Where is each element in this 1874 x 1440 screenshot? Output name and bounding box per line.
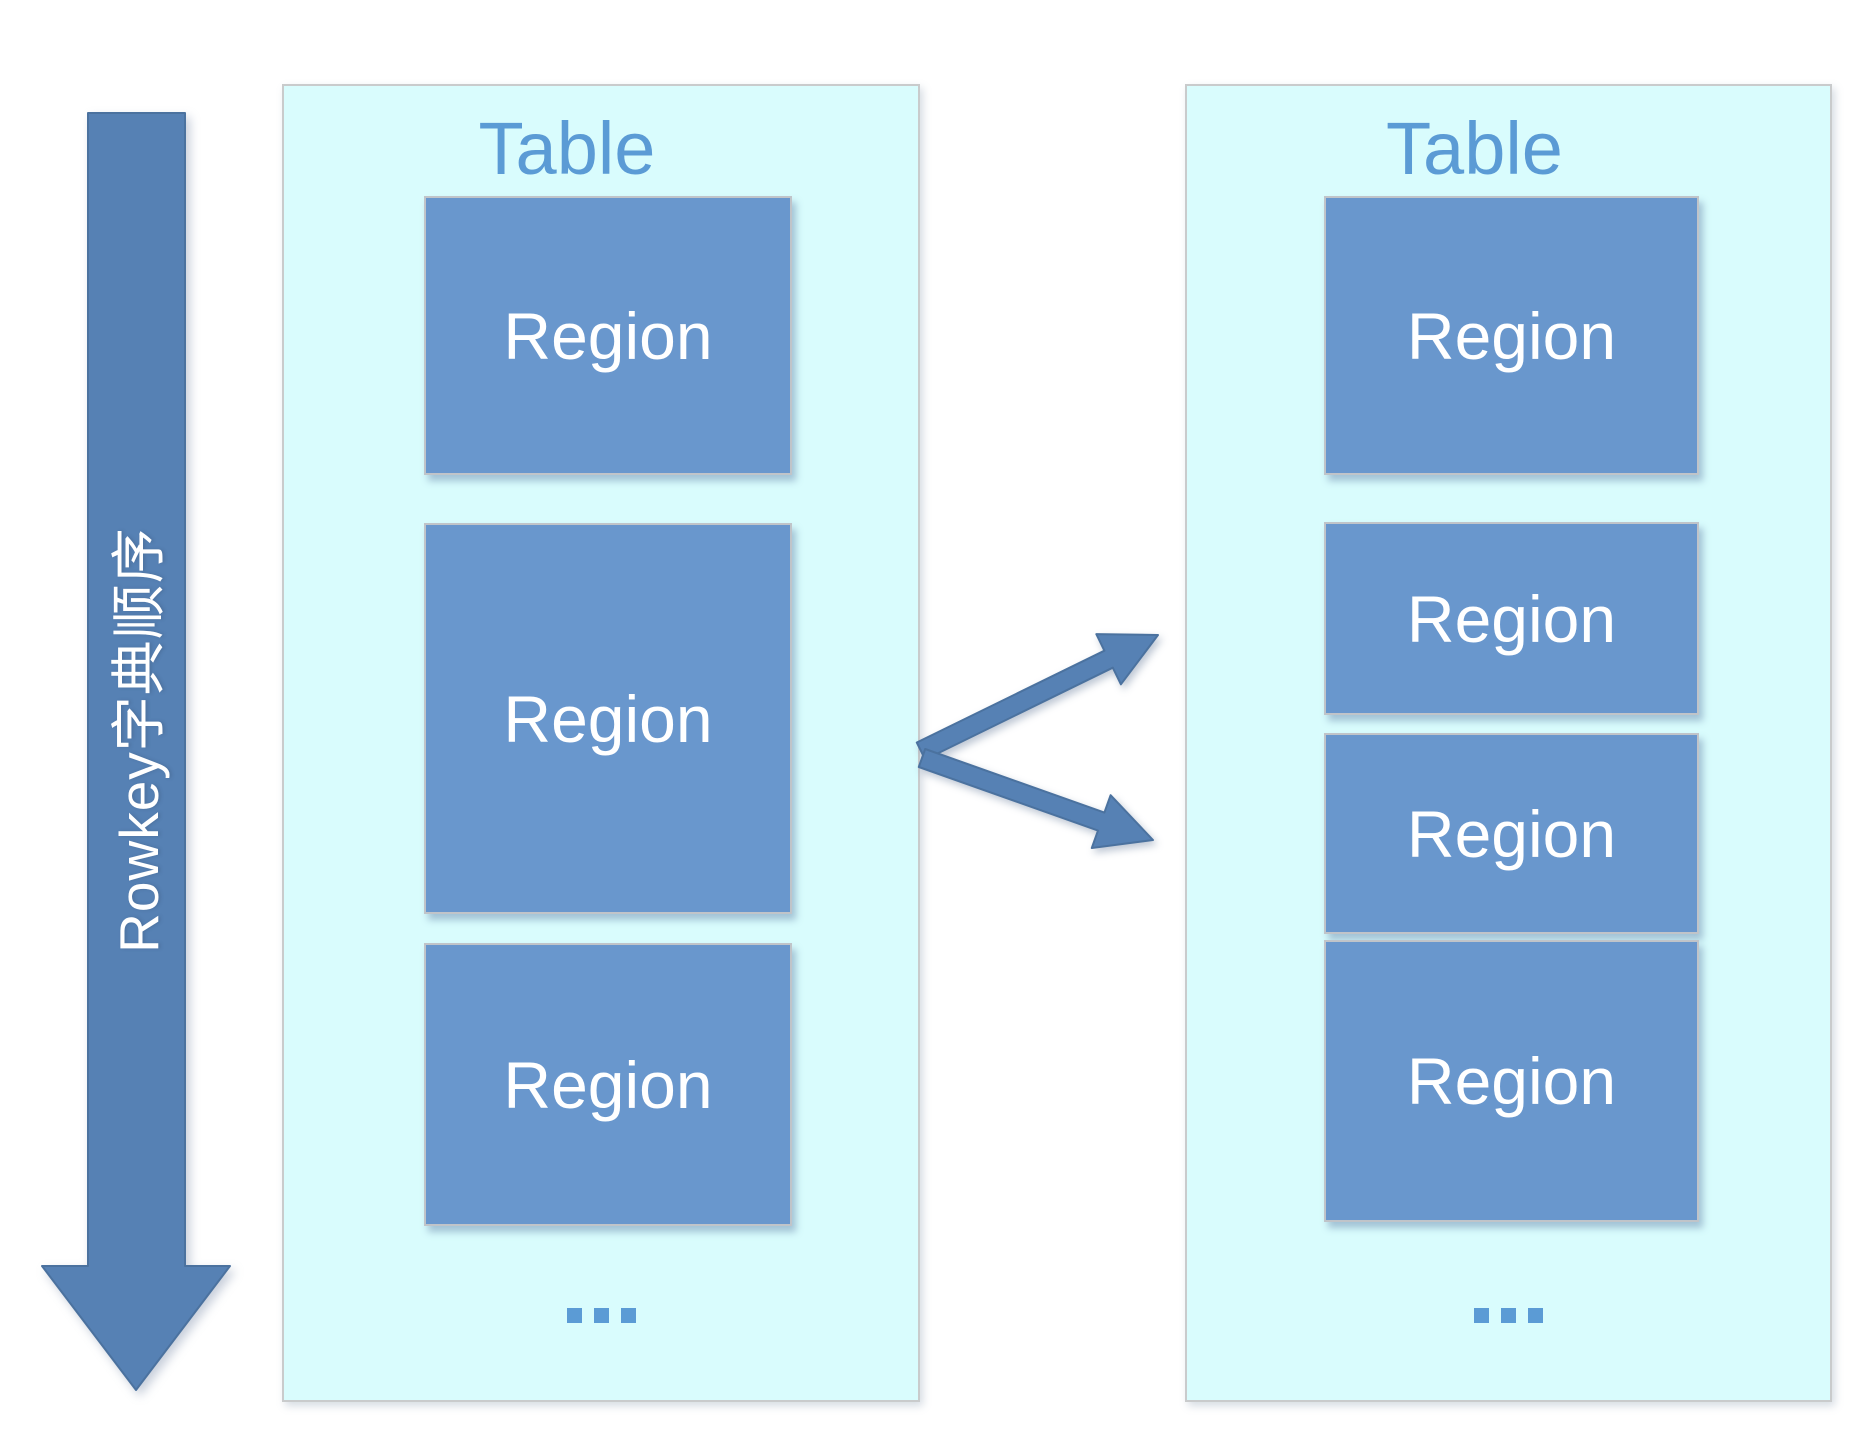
region-label: Region	[1406, 298, 1617, 373]
region-label: Region	[503, 1047, 713, 1122]
rowkey-arrow-label: Rowkey字典顺序	[108, 527, 170, 953]
table-right-title: Table	[1386, 107, 1563, 190]
ellipsis-dot	[593, 1308, 609, 1323]
table-left-region-2: Region	[424, 523, 792, 914]
down-arrow-shape	[41, 112, 231, 1391]
split-arrow-lower	[917, 748, 1154, 849]
ellipsis-dot	[1474, 1308, 1489, 1323]
table-left-region-3: Region	[424, 943, 792, 1226]
region-label: Region	[503, 298, 713, 373]
ellipsis	[284, 1308, 918, 1323]
table-left-title: Table	[478, 107, 656, 190]
ellipsis-dot	[1501, 1308, 1516, 1323]
split-arrows	[915, 633, 1159, 849]
split-arrow-upper	[915, 633, 1159, 761]
ellipsis-dot	[566, 1308, 582, 1323]
region-label: Region	[1406, 796, 1617, 871]
region-label: Region	[1406, 1044, 1617, 1118]
region-label: Region	[503, 681, 713, 756]
table-right: Table Region Region Region Region	[1185, 84, 1832, 1402]
table-right-region-3: Region	[1324, 733, 1699, 934]
table-right-region-2: Region	[1324, 522, 1699, 715]
ellipsis	[1187, 1308, 1830, 1323]
ellipsis-dot	[620, 1308, 636, 1323]
ellipsis-dot	[1528, 1308, 1543, 1323]
rowkey-order-arrow	[41, 112, 231, 1391]
table-right-region-4: Region	[1324, 940, 1699, 1222]
region-label: Region	[1406, 581, 1617, 656]
table-left: Table Region Region Region	[282, 84, 920, 1402]
table-right-region-1: Region	[1324, 196, 1699, 475]
table-left-region-1: Region	[424, 196, 792, 475]
